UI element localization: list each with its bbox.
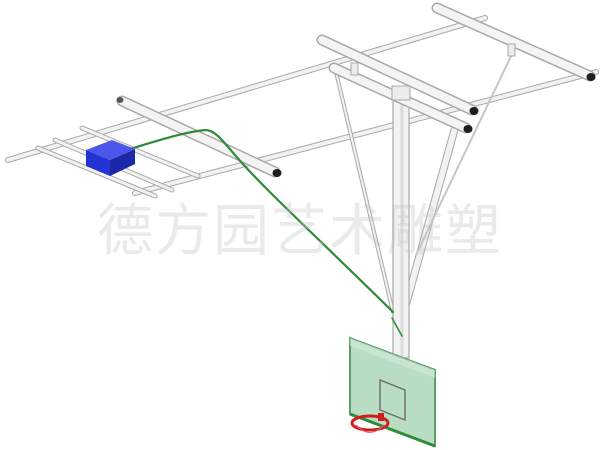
arm-end-caps bbox=[116, 73, 596, 177]
backboard bbox=[349, 336, 436, 448]
motor-box bbox=[86, 140, 135, 176]
longitudinal-rails bbox=[5, 15, 599, 196]
hoop-rim bbox=[350, 413, 390, 433]
brace-struts bbox=[334, 51, 514, 314]
green-cable bbox=[128, 128, 403, 337]
arm-supports bbox=[350, 43, 516, 101]
vertical-mast bbox=[392, 95, 410, 359]
